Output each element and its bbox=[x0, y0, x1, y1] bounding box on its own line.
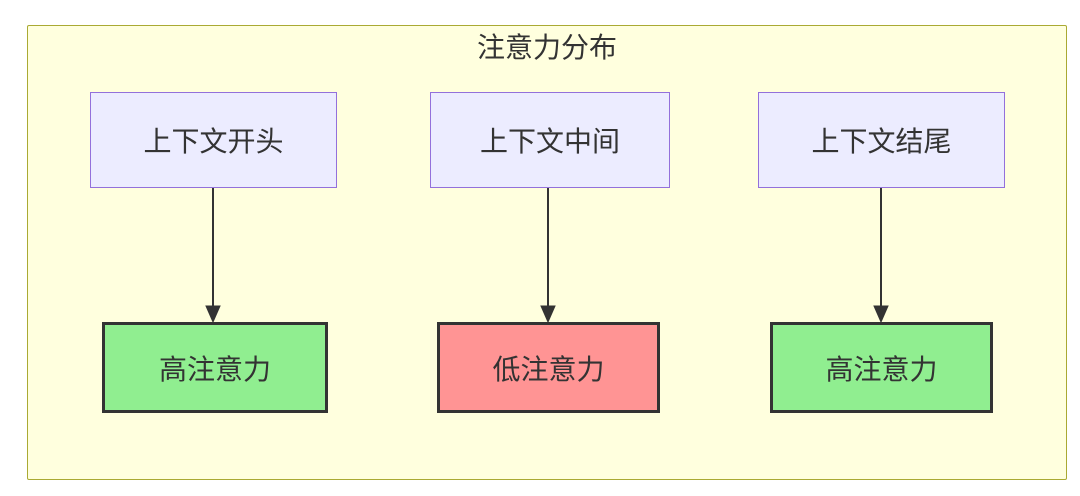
diagram-title: 注意力分布 bbox=[476, 31, 617, 64]
node-context-middle: 上下文中间 bbox=[430, 92, 670, 188]
node-high-attention-start: 高注意力 bbox=[102, 322, 328, 413]
node-context-start: 上下文开头 bbox=[90, 92, 337, 188]
node-high-attention-end: 高注意力 bbox=[770, 322, 993, 413]
arrow-down-icon bbox=[540, 188, 556, 322]
node-context-end: 上下文结尾 bbox=[758, 92, 1005, 188]
arrow-down-icon bbox=[873, 188, 889, 322]
arrow-down-icon bbox=[205, 188, 221, 322]
node-low-attention-middle: 低注意力 bbox=[437, 322, 660, 413]
